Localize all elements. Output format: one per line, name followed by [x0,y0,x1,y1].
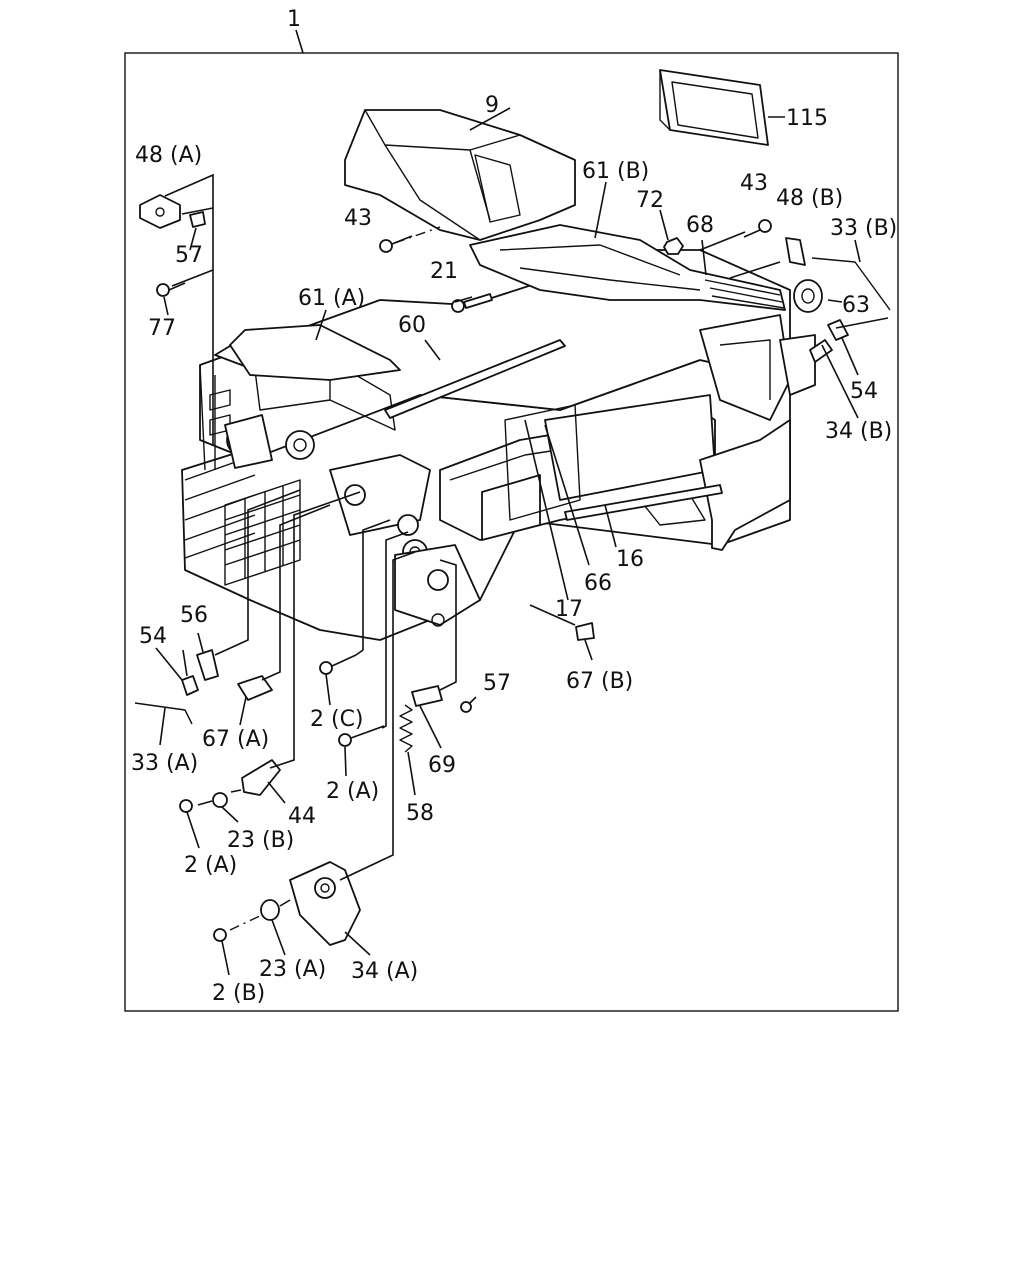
label-34b: 34 (B) [825,419,892,444]
label-61b: 61 (B) [582,159,649,184]
label-23b: 23 (B) [227,828,294,853]
label-60: 60 [398,313,426,338]
part-33b-rod [811,257,891,311]
label-2c: 2 (C) [310,707,364,732]
leader-lines [155,107,889,976]
part-48a-bracket [139,194,206,229]
part-33a-rod [134,702,193,725]
label-1: 1 [287,7,301,32]
label-2a-low: 2 (A) [184,853,237,878]
label-61a: 61 (A) [298,286,365,311]
label-33b: 33 (B) [830,216,897,241]
label-69: 69 [428,753,456,778]
part-2c-screw [319,654,357,675]
callout-labels: 1 9 115 61 (B) 43 43 72 48 (B) 33 (B) 48… [131,7,897,1006]
label-21: 21 [430,259,458,284]
part-69-bracket [411,685,472,713]
label-17: 17 [555,597,583,622]
part-34b-lever [809,339,833,363]
part-54-clip-left [181,675,199,696]
label-66: 66 [584,571,612,596]
part-56-link [196,649,219,681]
label-2a-mid: 2 (A) [326,779,379,804]
leader-1 [295,29,304,54]
label-2b: 2 (B) [212,981,265,1006]
part-9-duct [344,109,576,241]
label-54-left: 54 [139,624,167,649]
label-56: 56 [180,603,208,628]
label-63: 63 [842,293,870,318]
part-44-lever [241,759,281,796]
label-43-right: 43 [740,171,768,196]
label-57-mid: 57 [483,671,511,696]
label-77: 77 [148,316,176,341]
label-115: 115 [786,106,828,131]
part-63-grommet [793,279,823,313]
label-43-top: 43 [344,206,372,231]
label-9: 9 [485,93,499,118]
part-72-nut [663,237,684,255]
part-67a-clip [237,675,273,701]
label-72: 72 [636,188,664,213]
label-48b: 48 (B) [776,186,843,211]
part-48b-bracket [785,237,806,266]
part-67b-clip [575,622,595,641]
diagram-frame [124,52,899,1012]
label-16: 16 [616,547,644,572]
label-54-right: 54 [850,379,878,404]
label-68: 68 [686,213,714,238]
part-58-spring [399,704,413,753]
label-33a: 33 (A) [131,751,198,776]
label-58: 58 [406,801,434,826]
label-23a: 23 (A) [259,957,326,982]
part-2b-screw [213,928,227,942]
part-23a-washer [260,899,280,921]
part-23b-washer [212,792,228,808]
part-21-bolt [451,293,493,313]
label-44: 44 [288,804,316,829]
main-housing [181,224,816,641]
part-77-screw [156,282,186,297]
label-67b: 67 (B) [566,669,633,694]
label-67a: 67 (A) [202,727,269,752]
part-2a-screws [179,725,385,813]
label-57-top: 57 [175,243,203,268]
label-34a: 34 (A) [351,959,418,984]
part-34a-actuator [289,861,361,946]
part-54-clip-right [827,319,849,341]
label-48a: 48 (A) [135,143,202,168]
part-115-filter [659,69,769,146]
